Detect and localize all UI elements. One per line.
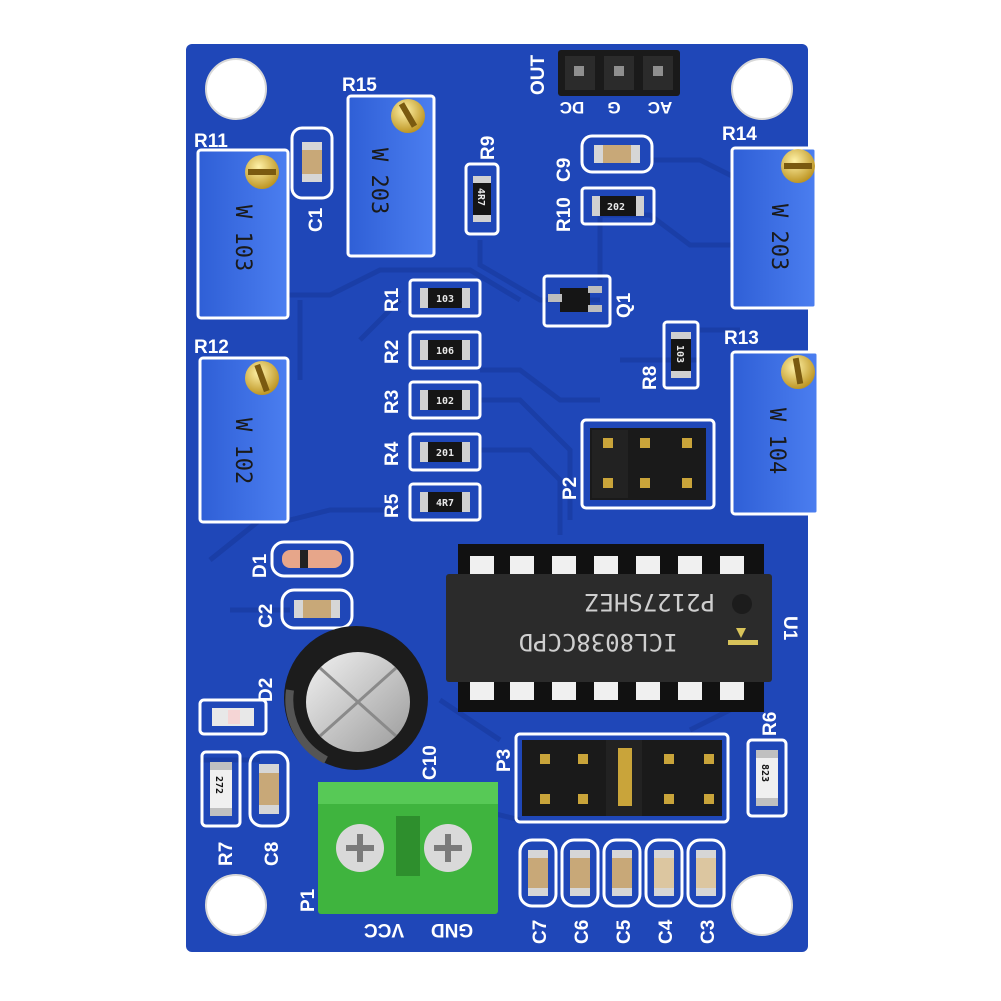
trimpot-r15: W 203	[346, 94, 436, 258]
resistor-r3-code: 102	[436, 396, 454, 407]
label-c1: C1	[306, 207, 327, 232]
resistor-r6-code: 823	[759, 764, 770, 782]
capacitor-c1	[290, 126, 334, 200]
out-pin-g: G	[607, 98, 620, 117]
trimpot-r12-code: W 102	[230, 418, 255, 484]
jumper-p2	[580, 418, 716, 510]
led-d2	[198, 698, 268, 736]
resistor-r7: 272	[200, 750, 242, 828]
trimpot-r13: W 104	[730, 350, 820, 516]
label-r15: R15	[342, 75, 377, 96]
trimpot-r12: W 102	[198, 356, 290, 524]
label-c3: C3	[698, 920, 719, 944]
terminal-block-p1	[318, 782, 498, 914]
label-q1: Q1	[614, 292, 635, 318]
label-r1: R1	[382, 287, 403, 312]
resistor-r4: 201	[408, 432, 482, 472]
resistor-r6: 823	[746, 738, 788, 818]
label-r10: R10	[554, 197, 575, 232]
label-r8: R8	[640, 366, 661, 390]
label-d1: D1	[250, 553, 271, 578]
label-d2: D2	[256, 678, 277, 702]
trimpot-r14-code: W 203	[766, 204, 791, 270]
trimpot-r11: W 103	[196, 148, 290, 320]
label-c10: C10	[420, 745, 441, 780]
jumper-p3	[514, 732, 730, 824]
label-r4: R4	[382, 441, 403, 466]
trimpot-r13-code: W 104	[764, 408, 789, 474]
mounting-hole-tl	[205, 58, 267, 120]
capacitor-c5	[602, 838, 642, 908]
resistor-r8-code: 103	[674, 345, 685, 363]
mounting-hole-br	[731, 874, 793, 936]
trimpot-r11-code: W 103	[230, 205, 255, 271]
ic-u1: P2127SHEZ ICL8038CCPD	[446, 544, 772, 712]
capacitor-c4	[644, 838, 684, 908]
resistor-r5: 4R7	[408, 482, 482, 522]
label-r12: R12	[194, 337, 229, 358]
ic-u1-line2: P2127SHEZ	[585, 588, 715, 616]
resistor-r10-code: 202	[607, 202, 625, 213]
capacitor-c7	[518, 838, 558, 908]
ic-u1-line1: ICL8038CCPD	[519, 628, 678, 656]
label-c2: C2	[256, 604, 277, 628]
capacitor-c8	[248, 750, 290, 828]
mounting-hole-tr	[731, 58, 793, 120]
label-r2: R2	[382, 340, 403, 364]
resistor-r1: 103	[408, 278, 482, 318]
capacitor-c2	[280, 588, 354, 630]
label-vcc: VCC	[364, 919, 404, 940]
label-c6: C6	[572, 920, 593, 944]
label-r9: R9	[478, 136, 499, 160]
label-c9: C9	[554, 158, 575, 182]
resistor-r1-code: 103	[436, 294, 454, 305]
resistor-r3: 102	[408, 380, 482, 420]
resistor-r2: 106	[408, 330, 482, 370]
label-c7: C7	[530, 920, 551, 944]
label-r6: R6	[760, 712, 781, 736]
capacitor-c6	[560, 838, 600, 908]
label-u1: U1	[779, 616, 800, 641]
resistor-r7-code: 272	[213, 776, 224, 794]
resistor-r10: 202	[580, 186, 656, 226]
label-r13: R13	[724, 328, 759, 349]
label-p3: P3	[494, 749, 515, 772]
mounting-holes	[205, 58, 793, 936]
transistor-q1	[542, 274, 612, 328]
label-r3: R3	[382, 390, 403, 414]
label-r7: R7	[216, 842, 237, 866]
resistor-r8: 103	[662, 320, 700, 390]
resistor-r5-code: 4R7	[436, 498, 454, 509]
capacitor-c3	[686, 838, 726, 908]
resistor-r9-code: 4R7	[475, 188, 486, 206]
label-r5: R5	[382, 493, 403, 518]
resistor-r2-code: 106	[436, 346, 454, 357]
label-r14: R14	[722, 124, 757, 145]
trimpot-r15-code: W 203	[366, 148, 391, 214]
out-header	[558, 50, 680, 96]
label-r11: R11	[194, 131, 228, 152]
label-c4: C4	[656, 919, 677, 944]
label-c5: C5	[614, 919, 635, 944]
resistor-r4-code: 201	[436, 448, 454, 459]
copper-traces	[200, 157, 742, 823]
diode-d1	[270, 540, 354, 578]
capacitor-c9	[580, 134, 654, 174]
out-pin-dc: DC	[560, 98, 585, 117]
label-c8: C8	[262, 842, 283, 866]
out-pin-ac: AC	[648, 98, 673, 117]
resistor-r9: 4R7	[464, 162, 500, 236]
out-header-title: OUT	[528, 55, 549, 96]
mounting-hole-bl	[205, 874, 267, 936]
label-p1: P1	[298, 888, 319, 912]
capacitor-c10	[284, 626, 428, 770]
trimpot-r14: W 203	[730, 146, 818, 310]
label-p2: P2	[560, 477, 581, 500]
label-gnd: GND	[431, 919, 473, 940]
